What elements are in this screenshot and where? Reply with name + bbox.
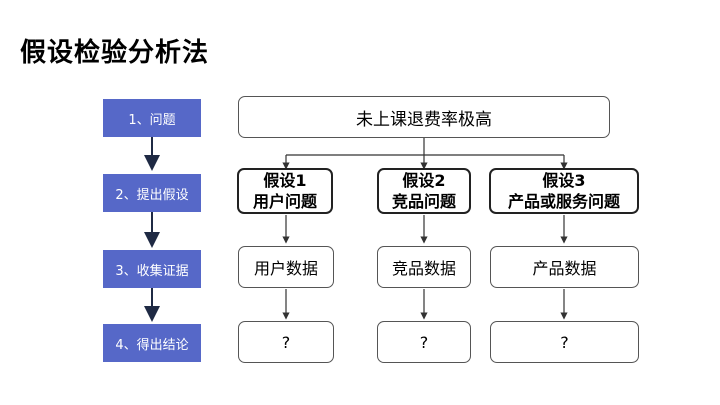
step-evidence: 3、收集证据 [103, 250, 201, 288]
evidence-box-2: 竞品数据 [377, 246, 471, 288]
conclusion-box-1: ? [238, 321, 334, 363]
step-conclusion: 4、得出结论 [103, 324, 201, 362]
step-problem: 1、问题 [103, 99, 201, 137]
evidence-box-3: 产品数据 [490, 246, 639, 288]
step-hypothesis: 2、提出假设 [103, 174, 201, 212]
hypothesis-title: 假设1 [263, 171, 307, 190]
hypothesis-title: 假设2 [402, 171, 446, 190]
hypothesis-subject: 产品或服务问题 [507, 192, 620, 211]
hypothesis-box-2: 假设2 竞品问题 [377, 168, 471, 214]
conclusion-box-3: ? [490, 321, 639, 363]
hypothesis-box-1: 假设1 用户问题 [237, 168, 333, 214]
hypothesis-subject: 用户问题 [252, 192, 317, 211]
hypothesis-box-3: 假设3 产品或服务问题 [489, 168, 639, 214]
hypothesis-title: 假设3 [542, 171, 586, 190]
conclusion-box-2: ? [377, 321, 471, 363]
hypothesis-subject: 竞品问题 [391, 192, 456, 211]
page-title: 假设检验分析法 [20, 38, 210, 68]
problem-box: 未上课退费率极高 [238, 96, 610, 138]
evidence-box-1: 用户数据 [238, 246, 334, 288]
